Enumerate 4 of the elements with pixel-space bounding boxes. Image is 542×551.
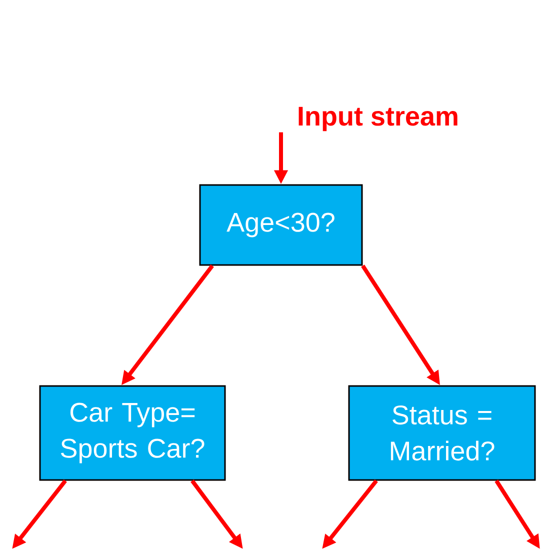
- decision-box: Car Type= Sports Car?: [39, 385, 226, 481]
- decision-box: Status = Married?: [348, 385, 536, 481]
- decision-box: Age<30?: [199, 184, 363, 266]
- input-label: Input stream: [298, 106, 458, 132]
